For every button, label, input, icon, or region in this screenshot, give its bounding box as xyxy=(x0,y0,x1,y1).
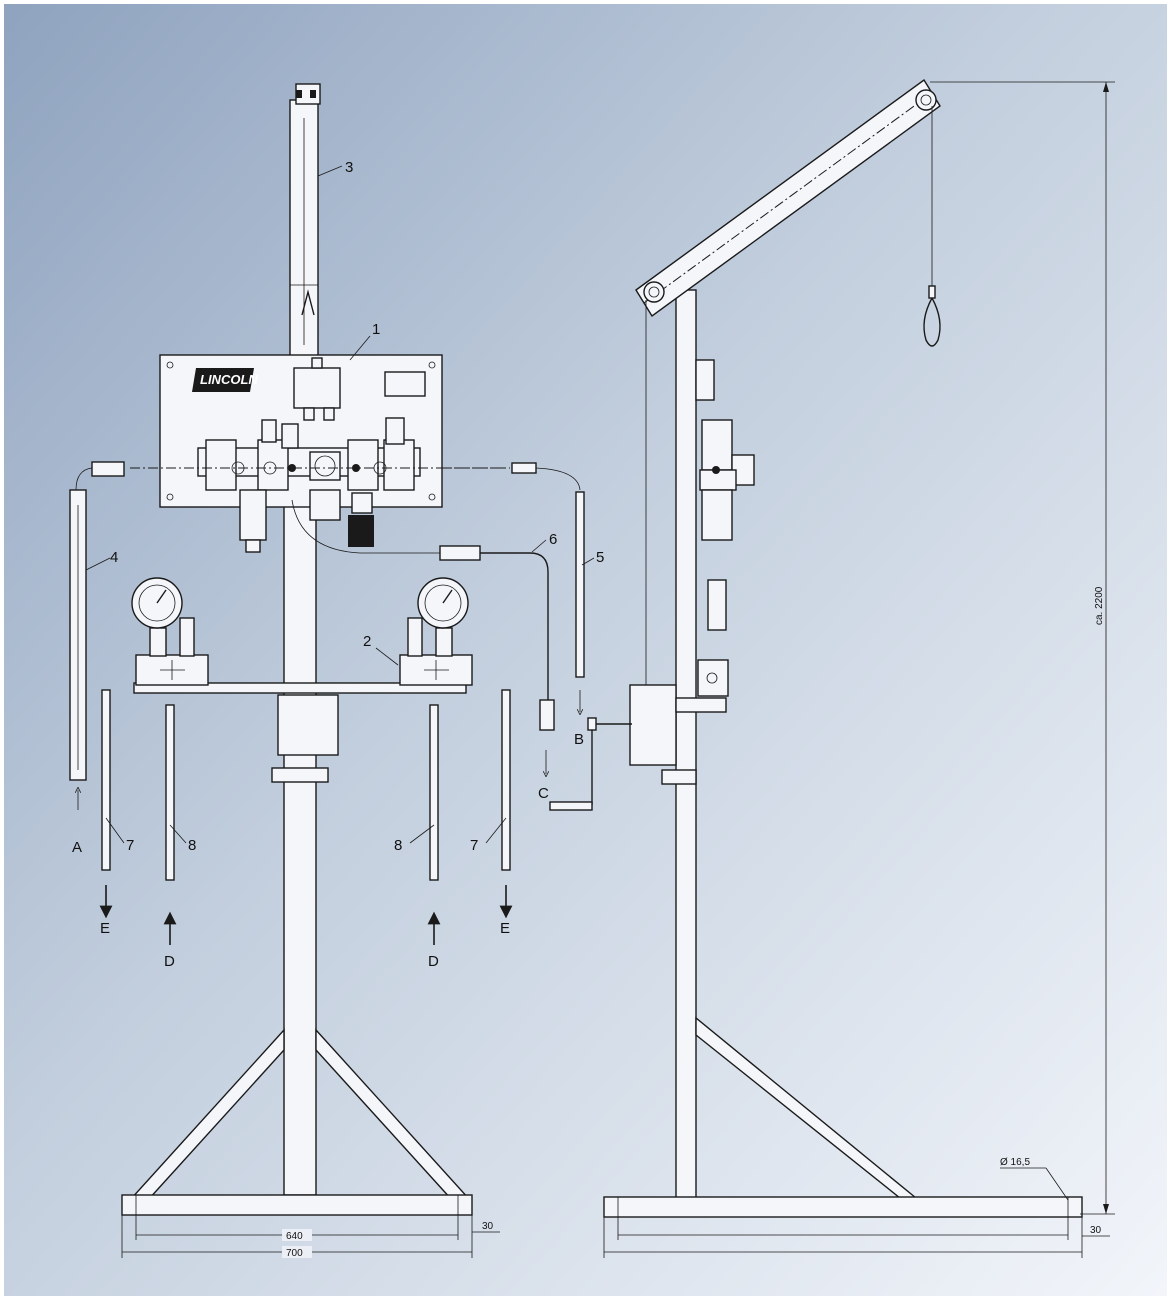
pump-panel: LINCOLN xyxy=(130,354,500,553)
regulator xyxy=(701,419,733,471)
callout-labels: 3 1 4 5 6 2 7 8 8 7 A B C E E D D xyxy=(72,159,604,970)
dim-30-right: 30 xyxy=(1090,1225,1102,1236)
dim-30-left: 30 xyxy=(482,1221,494,1232)
winch xyxy=(629,684,677,766)
callout-8-right: 8 xyxy=(394,837,402,854)
port-e-right: E xyxy=(500,920,510,937)
hose-5 xyxy=(575,491,585,678)
port-b: B xyxy=(574,731,584,748)
boom-arm xyxy=(635,78,941,318)
hoses xyxy=(69,461,585,810)
callout-3: 3 xyxy=(345,159,353,176)
hose-6 xyxy=(480,552,549,700)
gauge-assembly xyxy=(99,577,513,945)
port-d-right: D xyxy=(428,953,439,970)
side-stand xyxy=(549,78,1083,1218)
dimensions: ca. 2200 640 700 30 30 Ø 16,5 xyxy=(121,81,1115,1259)
callout-4: 4 xyxy=(110,549,118,566)
brand-text: LINCOLN xyxy=(200,372,258,387)
leader-lines xyxy=(85,165,595,844)
callout-2: 2 xyxy=(363,633,371,650)
gauge-bar xyxy=(133,682,467,694)
callout-7-right: 7 xyxy=(470,837,478,854)
side-base xyxy=(603,1196,1083,1218)
dim-hole: Ø 16,5 xyxy=(1000,1157,1030,1168)
side-mast xyxy=(675,289,697,1201)
callout-6: 6 xyxy=(549,531,557,548)
callout-5: 5 xyxy=(596,549,604,566)
dim-700: 700 xyxy=(286,1248,303,1259)
callout-1: 1 xyxy=(372,321,380,338)
hook xyxy=(923,297,941,347)
lubricator xyxy=(701,489,733,541)
lincoln-logo: LINCOLN xyxy=(192,368,258,392)
front-stand xyxy=(121,83,473,1216)
port-e-left: E xyxy=(100,920,110,937)
port-d-left: D xyxy=(164,953,175,970)
callout-8-left: 8 xyxy=(188,837,196,854)
winch-handle xyxy=(549,801,593,811)
drawing-background xyxy=(4,4,1167,1296)
port-c: C xyxy=(538,785,549,802)
dim-640: 640 xyxy=(286,1231,303,1242)
front-base xyxy=(121,1194,473,1216)
lower-mast xyxy=(283,504,317,1196)
callout-7-left: 7 xyxy=(126,837,134,854)
dim-height: ca. 2200 xyxy=(1094,586,1105,625)
port-a: A xyxy=(72,839,82,856)
